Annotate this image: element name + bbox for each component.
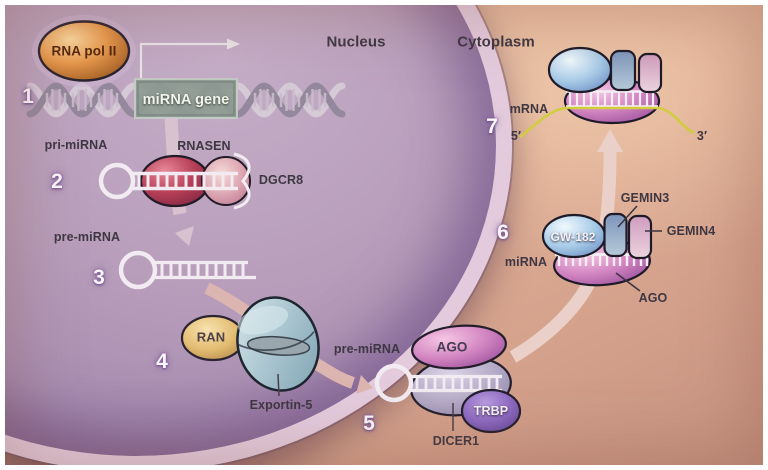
cytoplasm-label: Cytoplasm bbox=[457, 33, 535, 51]
mirisc-on-mrna bbox=[519, 46, 695, 139]
pre-mirna-label-cytoplasm: pre-miRNA bbox=[333, 342, 401, 356]
mirna-gene-box bbox=[134, 78, 238, 119]
pri-mirna-label: pri-miRNA bbox=[44, 138, 108, 152]
dicer1-label: DICER1 bbox=[432, 434, 480, 448]
rnasen-label: RNASEN bbox=[177, 139, 231, 153]
ago-shape-dicer bbox=[411, 324, 507, 370]
rna-pol-ii-label: RNA pol II bbox=[51, 43, 117, 59]
gemin3-shape-mrna bbox=[609, 49, 637, 92]
five-prime-label: 5′ bbox=[510, 129, 522, 143]
exportin5-label: Exportin-5 bbox=[249, 398, 313, 412]
mirna-gene-label: miRNA gene bbox=[142, 92, 230, 108]
mrna-strand bbox=[519, 106, 695, 139]
dgcr8-label: DGCR8 bbox=[258, 173, 304, 187]
step-number-3: 3 bbox=[93, 266, 105, 289]
gemin4-label: GEMIN4 bbox=[666, 224, 716, 238]
pre-mirna-hairpin bbox=[118, 250, 256, 290]
dna-base-pairs bbox=[45, 89, 327, 111]
gw182-label: GW-182 bbox=[550, 230, 596, 244]
rna-pol-ii-shape bbox=[32, 15, 136, 87]
three-prime-label: 3′ bbox=[696, 129, 708, 143]
ago-label-risc: AGO bbox=[638, 291, 668, 305]
gemin4-shape-mrna bbox=[637, 52, 663, 94]
ago-label-dicer: AGO bbox=[436, 339, 468, 355]
risc-loading-complex bbox=[541, 205, 662, 292]
pri-mirna-hairpin bbox=[98, 152, 251, 210]
dicer-complex bbox=[374, 324, 522, 434]
step-number-4: 4 bbox=[156, 350, 168, 373]
nucleus-label: Nucleus bbox=[326, 33, 386, 51]
gemin3-label: GEMIN3 bbox=[620, 191, 670, 205]
step-number-6: 6 bbox=[497, 221, 509, 244]
step-number-7: 7 bbox=[486, 115, 498, 138]
step-number-5: 5 bbox=[363, 412, 375, 435]
exportin5-pointer-line bbox=[277, 373, 280, 397]
ago-pointer-line bbox=[615, 272, 641, 292]
trbp-label: TRBP bbox=[473, 404, 509, 418]
mrna-label: mRNA bbox=[509, 102, 549, 116]
gemin4-shape bbox=[627, 214, 653, 260]
ran-label: RAN bbox=[196, 329, 226, 345]
transcription-arrow bbox=[139, 38, 240, 78]
step-number-1: 1 bbox=[22, 85, 34, 108]
trbp-shape bbox=[460, 388, 522, 434]
gemin3-pointer-line bbox=[617, 205, 638, 228]
microprocessor-complex bbox=[98, 152, 251, 210]
mirna-label: miRNA bbox=[504, 255, 548, 269]
pre-mirna-label-nucleus: pre-miRNA bbox=[53, 230, 121, 244]
dgcr8-shape bbox=[201, 156, 251, 206]
gw182-shape-mrna bbox=[547, 46, 613, 94]
step-number-2: 2 bbox=[51, 170, 63, 193]
exportin5-shape bbox=[236, 296, 320, 392]
